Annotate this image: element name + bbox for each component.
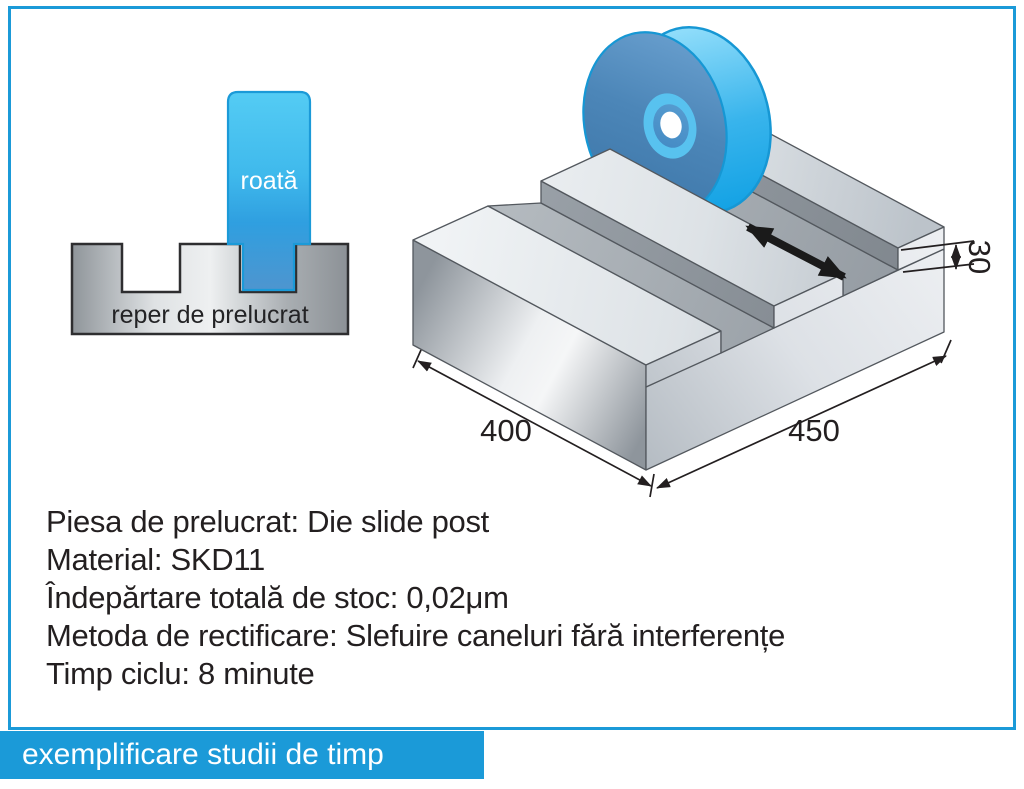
spec-line-method: Metoda de rectificare: Slefuire caneluri… xyxy=(46,618,786,653)
dim-450-label: 450 xyxy=(788,413,840,448)
dim-450-tick-mid xyxy=(649,473,655,498)
wheel-2d xyxy=(226,90,312,292)
dim-400-line xyxy=(417,360,652,487)
dim-400-tick-left xyxy=(412,349,422,369)
dim-450-line xyxy=(656,355,947,489)
groove1-floor xyxy=(487,202,775,354)
workpiece-profile xyxy=(70,242,350,336)
rib3-end-face xyxy=(897,226,945,271)
wheel-bore-hole xyxy=(660,111,682,139)
workpiece-label: reper de prelucrat xyxy=(111,301,308,329)
cross-section-diagram: roată reper de prelucrat xyxy=(70,90,350,336)
traverse-motion-arrow xyxy=(745,223,847,281)
title-banner-label: exemplificare studii de timp xyxy=(22,738,384,771)
dimensions xyxy=(412,240,975,498)
dim-30-ext-top xyxy=(900,240,975,251)
spec-text-block: Piesa de prelucrat: Die slide post Mater… xyxy=(46,503,785,693)
dim-400-label: 400 xyxy=(480,413,532,448)
wheel-2d-label: roată xyxy=(241,167,298,195)
spec-line-stock-removal: Îndepărtare totală de stoc: 0,02μm xyxy=(46,580,509,615)
spec-line-material: Material: SKD11 xyxy=(46,542,265,577)
dim-450-tick-right xyxy=(940,339,952,364)
grinding-diagram-canvas: roată reper de prelucrat xyxy=(70,25,997,498)
spec-line-cycle-time: Timp ciclu: 8 minute xyxy=(46,656,315,691)
title-banner: exemplificare studii de timp xyxy=(0,731,484,779)
dim-30-label: 30 xyxy=(962,240,997,274)
spec-line-workpiece: Piesa de prelucrat: Die slide post xyxy=(46,504,489,539)
dim-30-ext-bottom xyxy=(902,263,975,273)
